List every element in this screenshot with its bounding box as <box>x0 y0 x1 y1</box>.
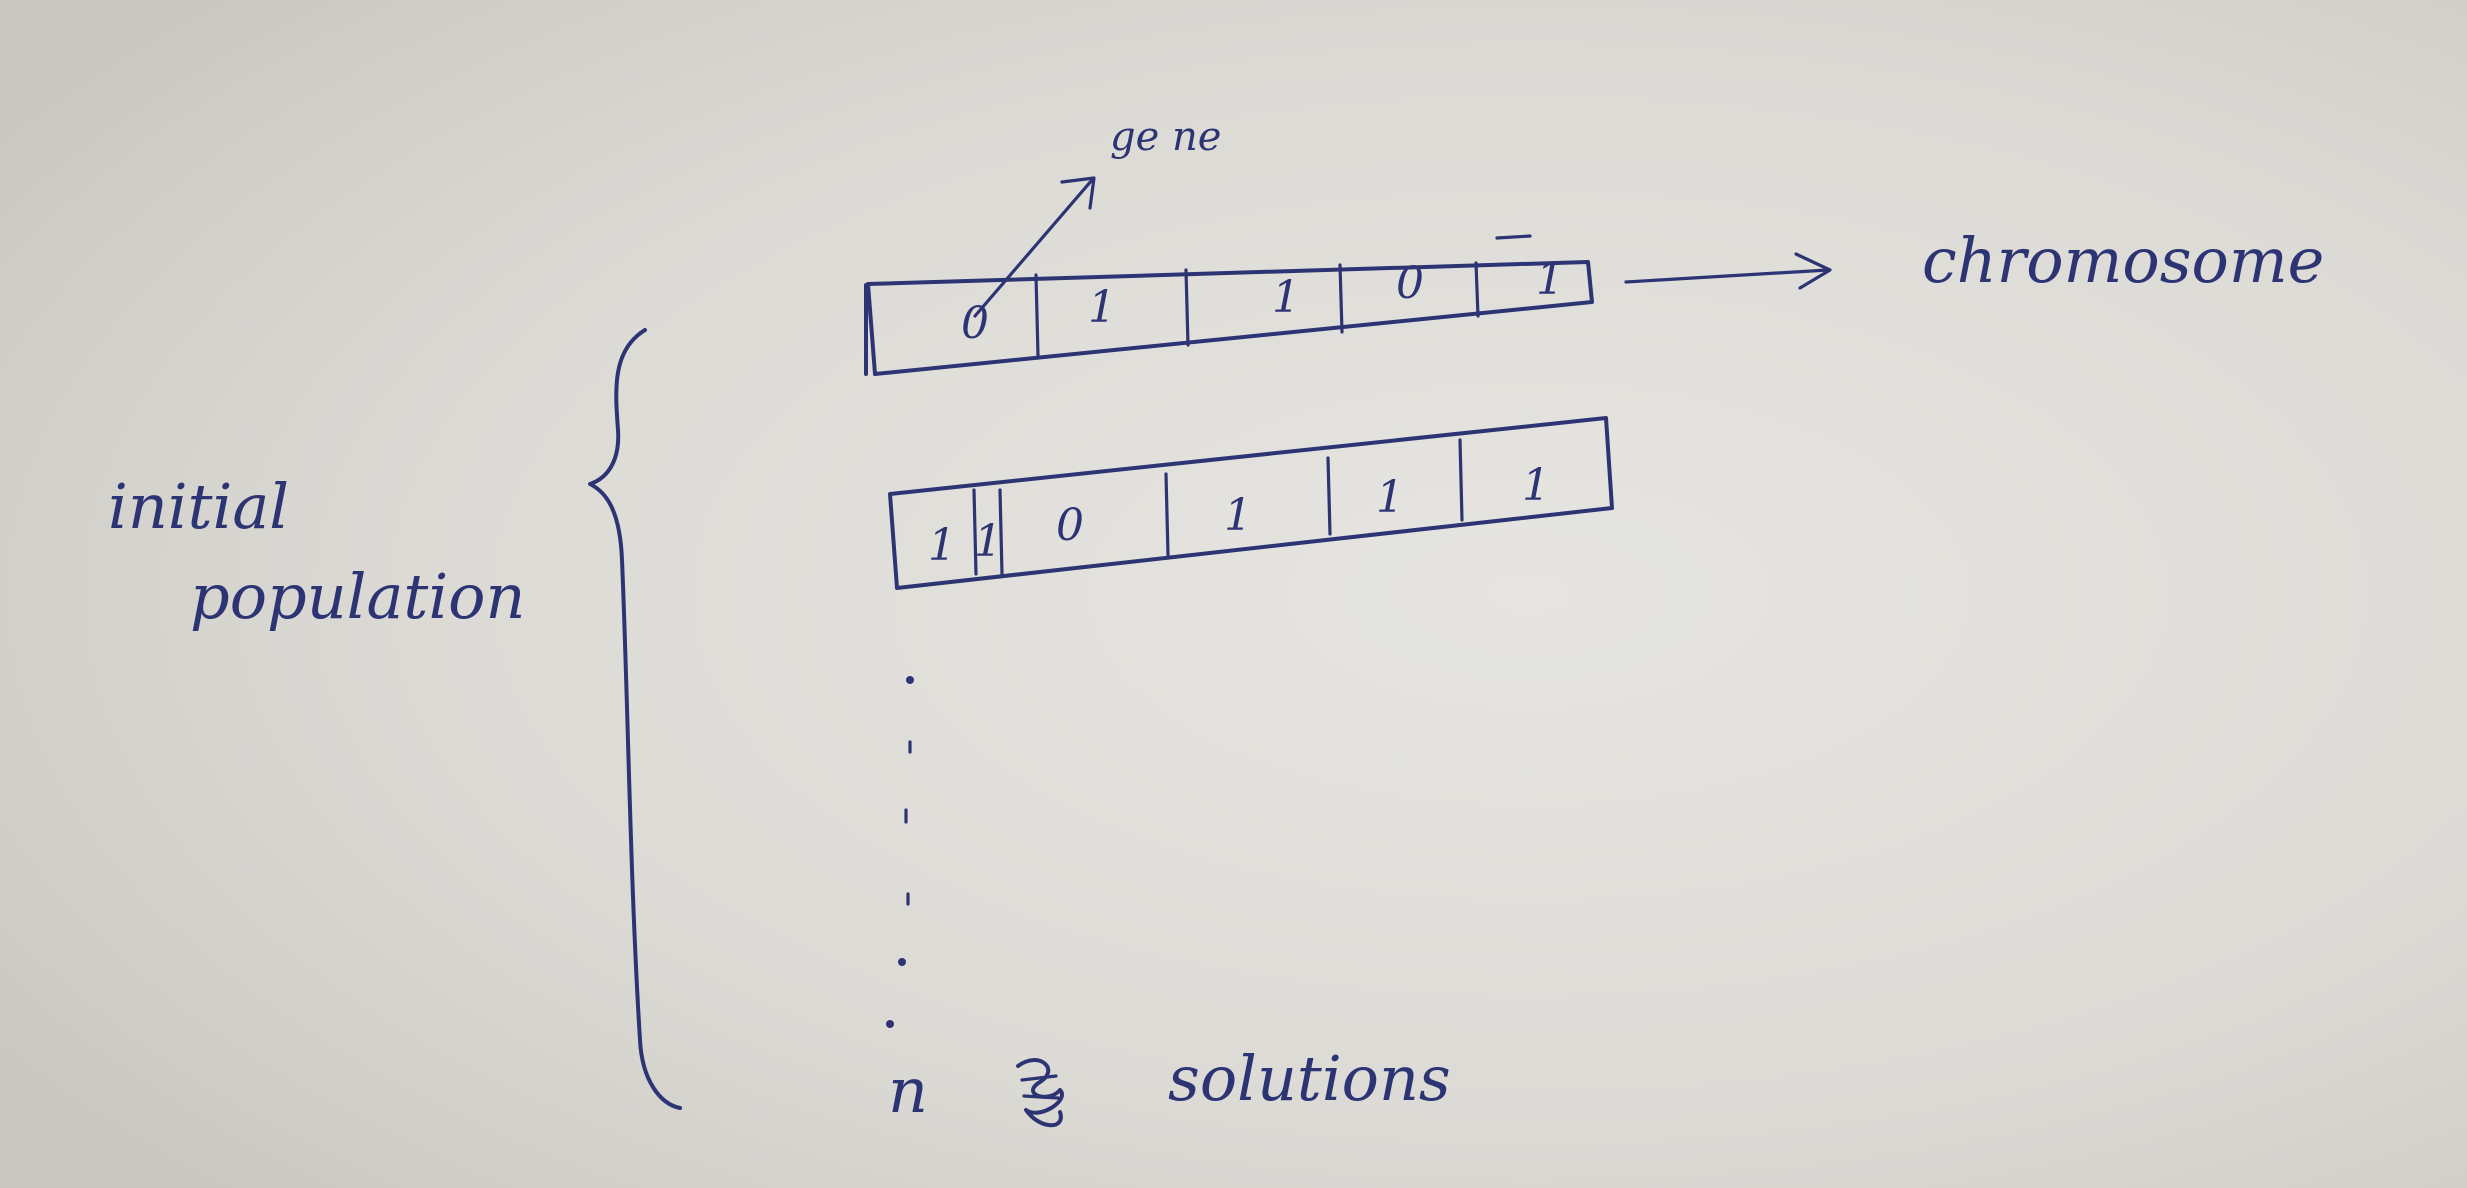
gene-arrowhead-icon <box>1060 176 1096 210</box>
initial-label: initial <box>108 470 289 543</box>
chromosome-2: 1 1 0 1 1 1 <box>888 416 1614 590</box>
gene-bit: 0 <box>1056 500 1084 551</box>
gene-bit: 1 <box>1224 490 1252 541</box>
initial-population-label: initial population <box>108 470 525 633</box>
population-brace <box>588 328 682 1110</box>
gene-bit: 0 <box>1396 258 1424 309</box>
dot-icon <box>898 958 906 966</box>
ellipsis-dots <box>886 676 914 1028</box>
gene-bit: 1 <box>974 516 1002 567</box>
chromosome-2-box <box>888 416 1614 590</box>
gene-bit: 1 <box>1088 282 1116 333</box>
chromosome-1-divider <box>1184 268 1190 347</box>
chromosome-1-box <box>866 260 1594 376</box>
gene-pointer-line <box>973 178 1094 318</box>
scribble-icon <box>1016 1058 1064 1128</box>
population-label: population <box>190 560 525 633</box>
gene-bit: 1 <box>1376 472 1404 523</box>
solutions-label: solutions <box>1168 1042 1451 1115</box>
dot-icon <box>906 676 914 684</box>
chromosome-1: 0 1 1 0 1 <box>864 234 1594 376</box>
gene-annotation: ge ne <box>973 114 1221 318</box>
chromosome-arrowhead-icon <box>1794 252 1832 290</box>
gene-label: ge ne <box>1110 114 1221 160</box>
chromosome-2-divider <box>998 488 1004 576</box>
chromosome-1-divider <box>1338 263 1344 334</box>
n-label: n <box>888 1054 928 1127</box>
chromosome-1-divider <box>1495 234 1532 240</box>
n-solutions-label: n solutions <box>888 1042 1451 1128</box>
chromosome-2-divider <box>1458 438 1464 522</box>
chromosome-2-divider <box>1164 472 1170 557</box>
chromosome-2-divider <box>1326 456 1332 536</box>
chromosome-pointer-line <box>1624 268 1830 284</box>
chromosome-2-divider <box>972 488 978 576</box>
dot-icon <box>886 1020 894 1028</box>
gene-bit: 1 <box>1536 254 1564 305</box>
chromosome-1-divider <box>1034 273 1040 358</box>
chromosome-annotation: chromosome <box>1624 224 2324 297</box>
gene-bit: 1 <box>1272 272 1300 323</box>
chromosome-label: chromosome <box>1922 224 2324 297</box>
gene-bit: 1 <box>928 520 956 571</box>
chromosome-1-divider <box>1474 261 1480 318</box>
gene-bit: 1 <box>1522 460 1550 511</box>
